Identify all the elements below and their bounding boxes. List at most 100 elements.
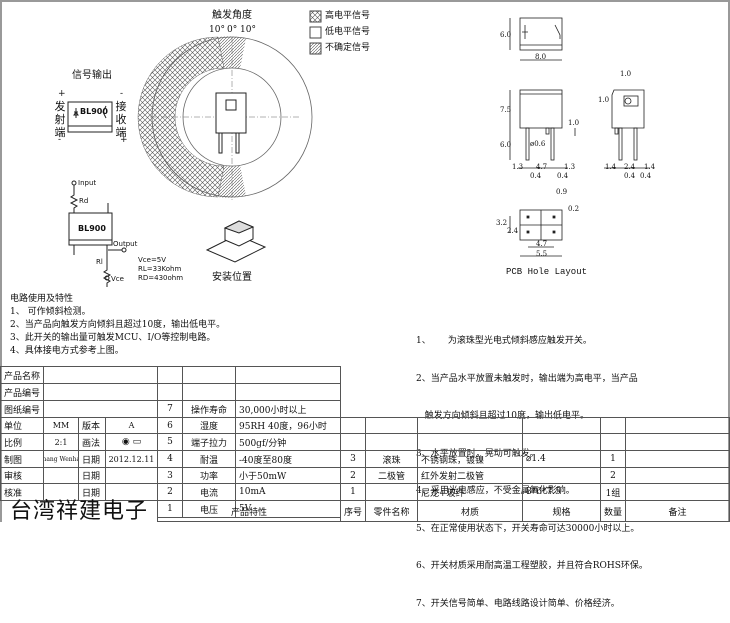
char-value: 95RH 40度，96小时	[235, 417, 341, 434]
char-no: 4	[157, 450, 183, 468]
dim-label: 0.4	[530, 172, 542, 180]
char-value: -40度至80度	[235, 450, 341, 468]
plus-sign: +	[58, 89, 66, 99]
blank-cell	[182, 366, 236, 384]
dim-label: 1.3	[512, 163, 524, 171]
company-name: 台湾祥建电子	[10, 499, 149, 524]
dim-label: 5.5	[536, 250, 548, 258]
part-no: 1	[340, 483, 366, 501]
note-item: 4、采用光电感应，不受金属氧化影响。	[416, 486, 575, 496]
blank-cell	[157, 383, 183, 401]
vce-label: Vce	[111, 275, 124, 283]
dimension-drawings	[509, 17, 650, 257]
char-name: 耐温	[182, 450, 236, 468]
dim-label: 4.7	[536, 240, 548, 248]
label-drawn: 制图	[0, 450, 44, 468]
blank-cell	[365, 433, 418, 451]
blank-cell	[235, 383, 341, 401]
part-material: 尼龙+玻纤	[417, 483, 523, 501]
label-date: 日期	[78, 467, 106, 484]
dim-label: 1.4	[644, 163, 656, 171]
blank-cell	[600, 433, 626, 451]
plus-sign: +	[120, 135, 128, 145]
label-date: 日期	[78, 450, 106, 468]
note-item: 3、水平放置时，晃动可触发。	[416, 448, 539, 459]
char-name: 电流	[182, 483, 236, 501]
characteristics-header: 产品特性	[157, 500, 341, 522]
install-label: 安装位置	[212, 272, 252, 283]
dim-label: 6.0	[500, 141, 512, 149]
drawn-by-value: Zhang Wenhao	[43, 450, 79, 468]
label-product-no: 产品编号	[0, 383, 44, 401]
char-no: 5	[157, 433, 183, 451]
char-value: 500gf/分钟	[235, 433, 341, 451]
header-qty: 数量	[600, 500, 626, 522]
char-name: 功率	[182, 467, 236, 484]
emitter-label: 发射端	[54, 100, 66, 139]
char-no: 2	[157, 483, 183, 501]
label-unit: 单位	[0, 417, 44, 434]
char-value: 30,000小时以上	[235, 400, 341, 418]
part-spec: 8*6*7.5	[522, 483, 601, 501]
review-value	[43, 467, 79, 484]
part-spec: ⌀1.4	[522, 450, 601, 468]
unit-value: MM	[43, 417, 79, 434]
blank-cell	[600, 417, 626, 434]
label-drawing-no: 图纸编号	[0, 400, 44, 418]
dim-label: 0.4	[624, 172, 636, 180]
blank-cell	[340, 433, 366, 451]
char-no: 3	[157, 467, 183, 484]
part-material: 红外发射二极管	[417, 467, 523, 484]
dim-label: 4.7	[536, 163, 548, 171]
angle-right: 10°	[240, 25, 256, 35]
param-rd: RD=430ohm	[138, 274, 184, 282]
char-value: 10mA	[235, 483, 341, 501]
dim-label: 8.0	[535, 53, 547, 61]
dim-label: 0.9	[556, 188, 568, 196]
label-review: 审核	[0, 467, 44, 484]
blank-cell	[625, 417, 730, 434]
rd-label: Rd	[79, 197, 89, 205]
blank-cell	[182, 383, 236, 401]
note-item: 4、具体接电方式参考上图。	[10, 346, 124, 356]
char-name: 操作寿命	[182, 400, 236, 418]
char-name: 湿度	[182, 417, 236, 434]
rl-label: Rl	[96, 258, 103, 266]
legend-blank-swatch	[309, 26, 322, 39]
part-no: 3	[340, 450, 366, 468]
dim-label: 0.4	[557, 172, 569, 180]
dim-label: 2.4	[624, 163, 636, 171]
blank-cell	[417, 433, 523, 451]
blank-cell	[522, 433, 601, 451]
part-name: 二极管	[365, 467, 418, 484]
part-qty: 2	[600, 467, 626, 484]
label-scale: 比例	[0, 433, 44, 451]
note-item: 1、 为滚珠型光电式倾斜感应触发开关。	[416, 336, 592, 346]
legend-uncertain: 不确定信号	[325, 43, 371, 53]
param-vce: Vce=5V	[138, 256, 167, 264]
part-note	[625, 483, 730, 501]
note-item: 3、此开关的输出量可触发MCU、I/O等控制电路。	[10, 333, 216, 343]
dim-label: 1.0	[598, 96, 610, 104]
dim-label: 1.0	[620, 70, 632, 78]
part-name: 滚珠	[365, 450, 418, 468]
dim-label: 1.3	[564, 163, 576, 171]
blank-cell	[235, 366, 341, 384]
projection-symbol-icon: ◉ ▭	[105, 433, 158, 451]
blank-cell	[625, 433, 730, 451]
review-date-value	[105, 467, 158, 484]
blank-cell	[157, 366, 183, 384]
char-no: 7	[157, 400, 183, 418]
dim-label: 6.0	[500, 31, 512, 39]
header-seq: 序号	[340, 500, 366, 522]
minus-sign: -	[58, 135, 62, 145]
header-spec: 规格	[522, 500, 601, 522]
blank-cell	[522, 417, 601, 434]
dim-label: 3.2	[496, 219, 508, 227]
pcb-layout-title: PCB Hole Layout	[506, 267, 588, 277]
notes-left: 电路使用及特性 1、 可作倾斜检测。 2、当产品向触发方向倾斜且超过10度，输出…	[10, 293, 225, 358]
header-part-name: 零件名称	[365, 500, 418, 522]
circuit-params: Vce=5V RL=33Kohm RD=430ohm	[138, 256, 183, 283]
install-illustration	[205, 220, 267, 263]
dim-label: 7.5	[500, 106, 512, 114]
